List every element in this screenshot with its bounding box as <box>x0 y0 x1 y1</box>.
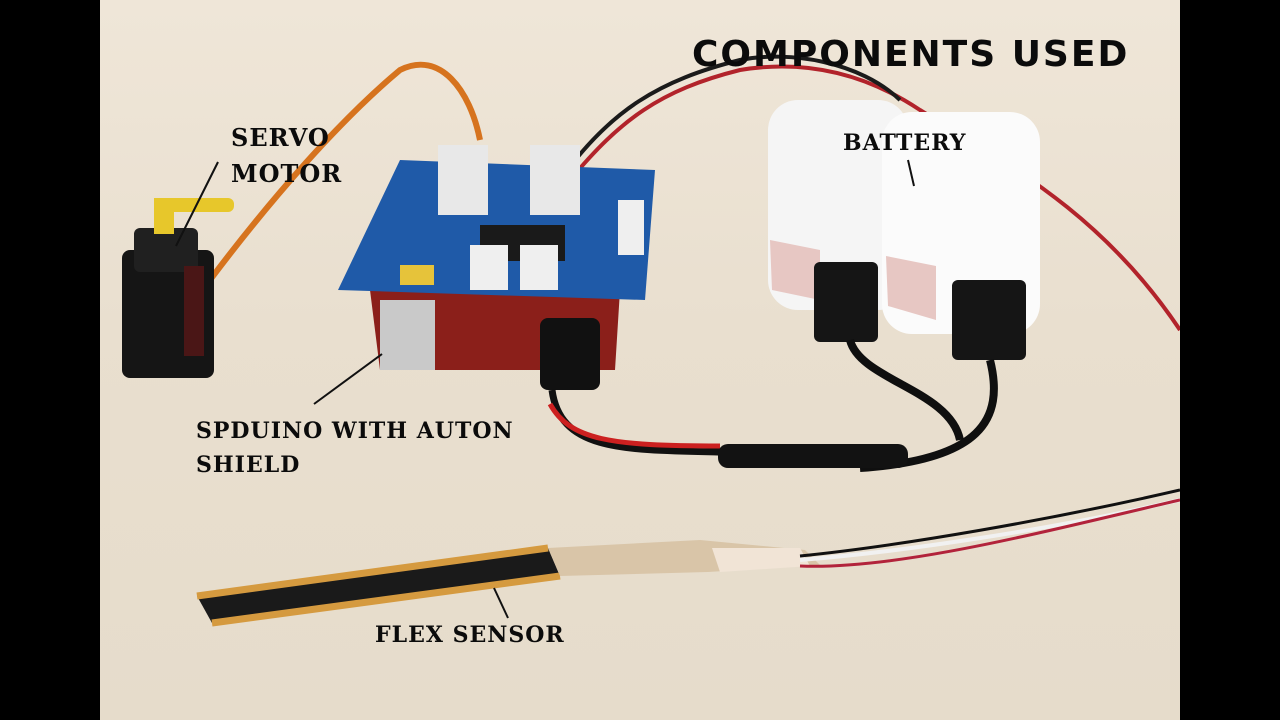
heat-shrink <box>718 444 908 468</box>
servo-motor-label: Servo motor <box>231 120 342 192</box>
photo-scene <box>122 54 1180 627</box>
flex-sensor <box>196 540 820 627</box>
servo-label-line-2: motor <box>231 159 343 188</box>
usb-cable-left <box>846 338 964 442</box>
servo-pointer <box>175 161 219 247</box>
flex-wire-black <box>799 488 1180 558</box>
servo-motor <box>122 198 234 378</box>
red-wire <box>568 64 1180 332</box>
flex-pointer <box>493 587 509 619</box>
spduino-label: SPDUINO WITH AUTON SHIELD <box>196 414 514 482</box>
servo-wire <box>207 61 483 282</box>
components-photo: COMPONENTS USED Servo motor BATTERY SPDU… <box>100 0 1180 720</box>
battery-pointer <box>907 159 915 187</box>
flex-sensor-label: FLEX SENSOR <box>375 622 565 648</box>
spduino-label-line-2: SHIELD <box>196 452 301 478</box>
power-cable-red <box>547 402 721 449</box>
spduino-pointer <box>313 353 383 405</box>
power-cable <box>548 389 881 466</box>
servo-label-line-1: Servo <box>231 123 330 152</box>
page-title: COMPONENTS USED <box>692 34 1130 75</box>
black-wire <box>558 54 902 182</box>
spduino-board <box>338 145 655 390</box>
flex-wire-red <box>799 498 1180 568</box>
battery-label: BATTERY <box>843 130 967 156</box>
battery-packs <box>768 100 1040 360</box>
spduino-label-line-1: SPDUINO WITH AUTON <box>196 418 514 444</box>
